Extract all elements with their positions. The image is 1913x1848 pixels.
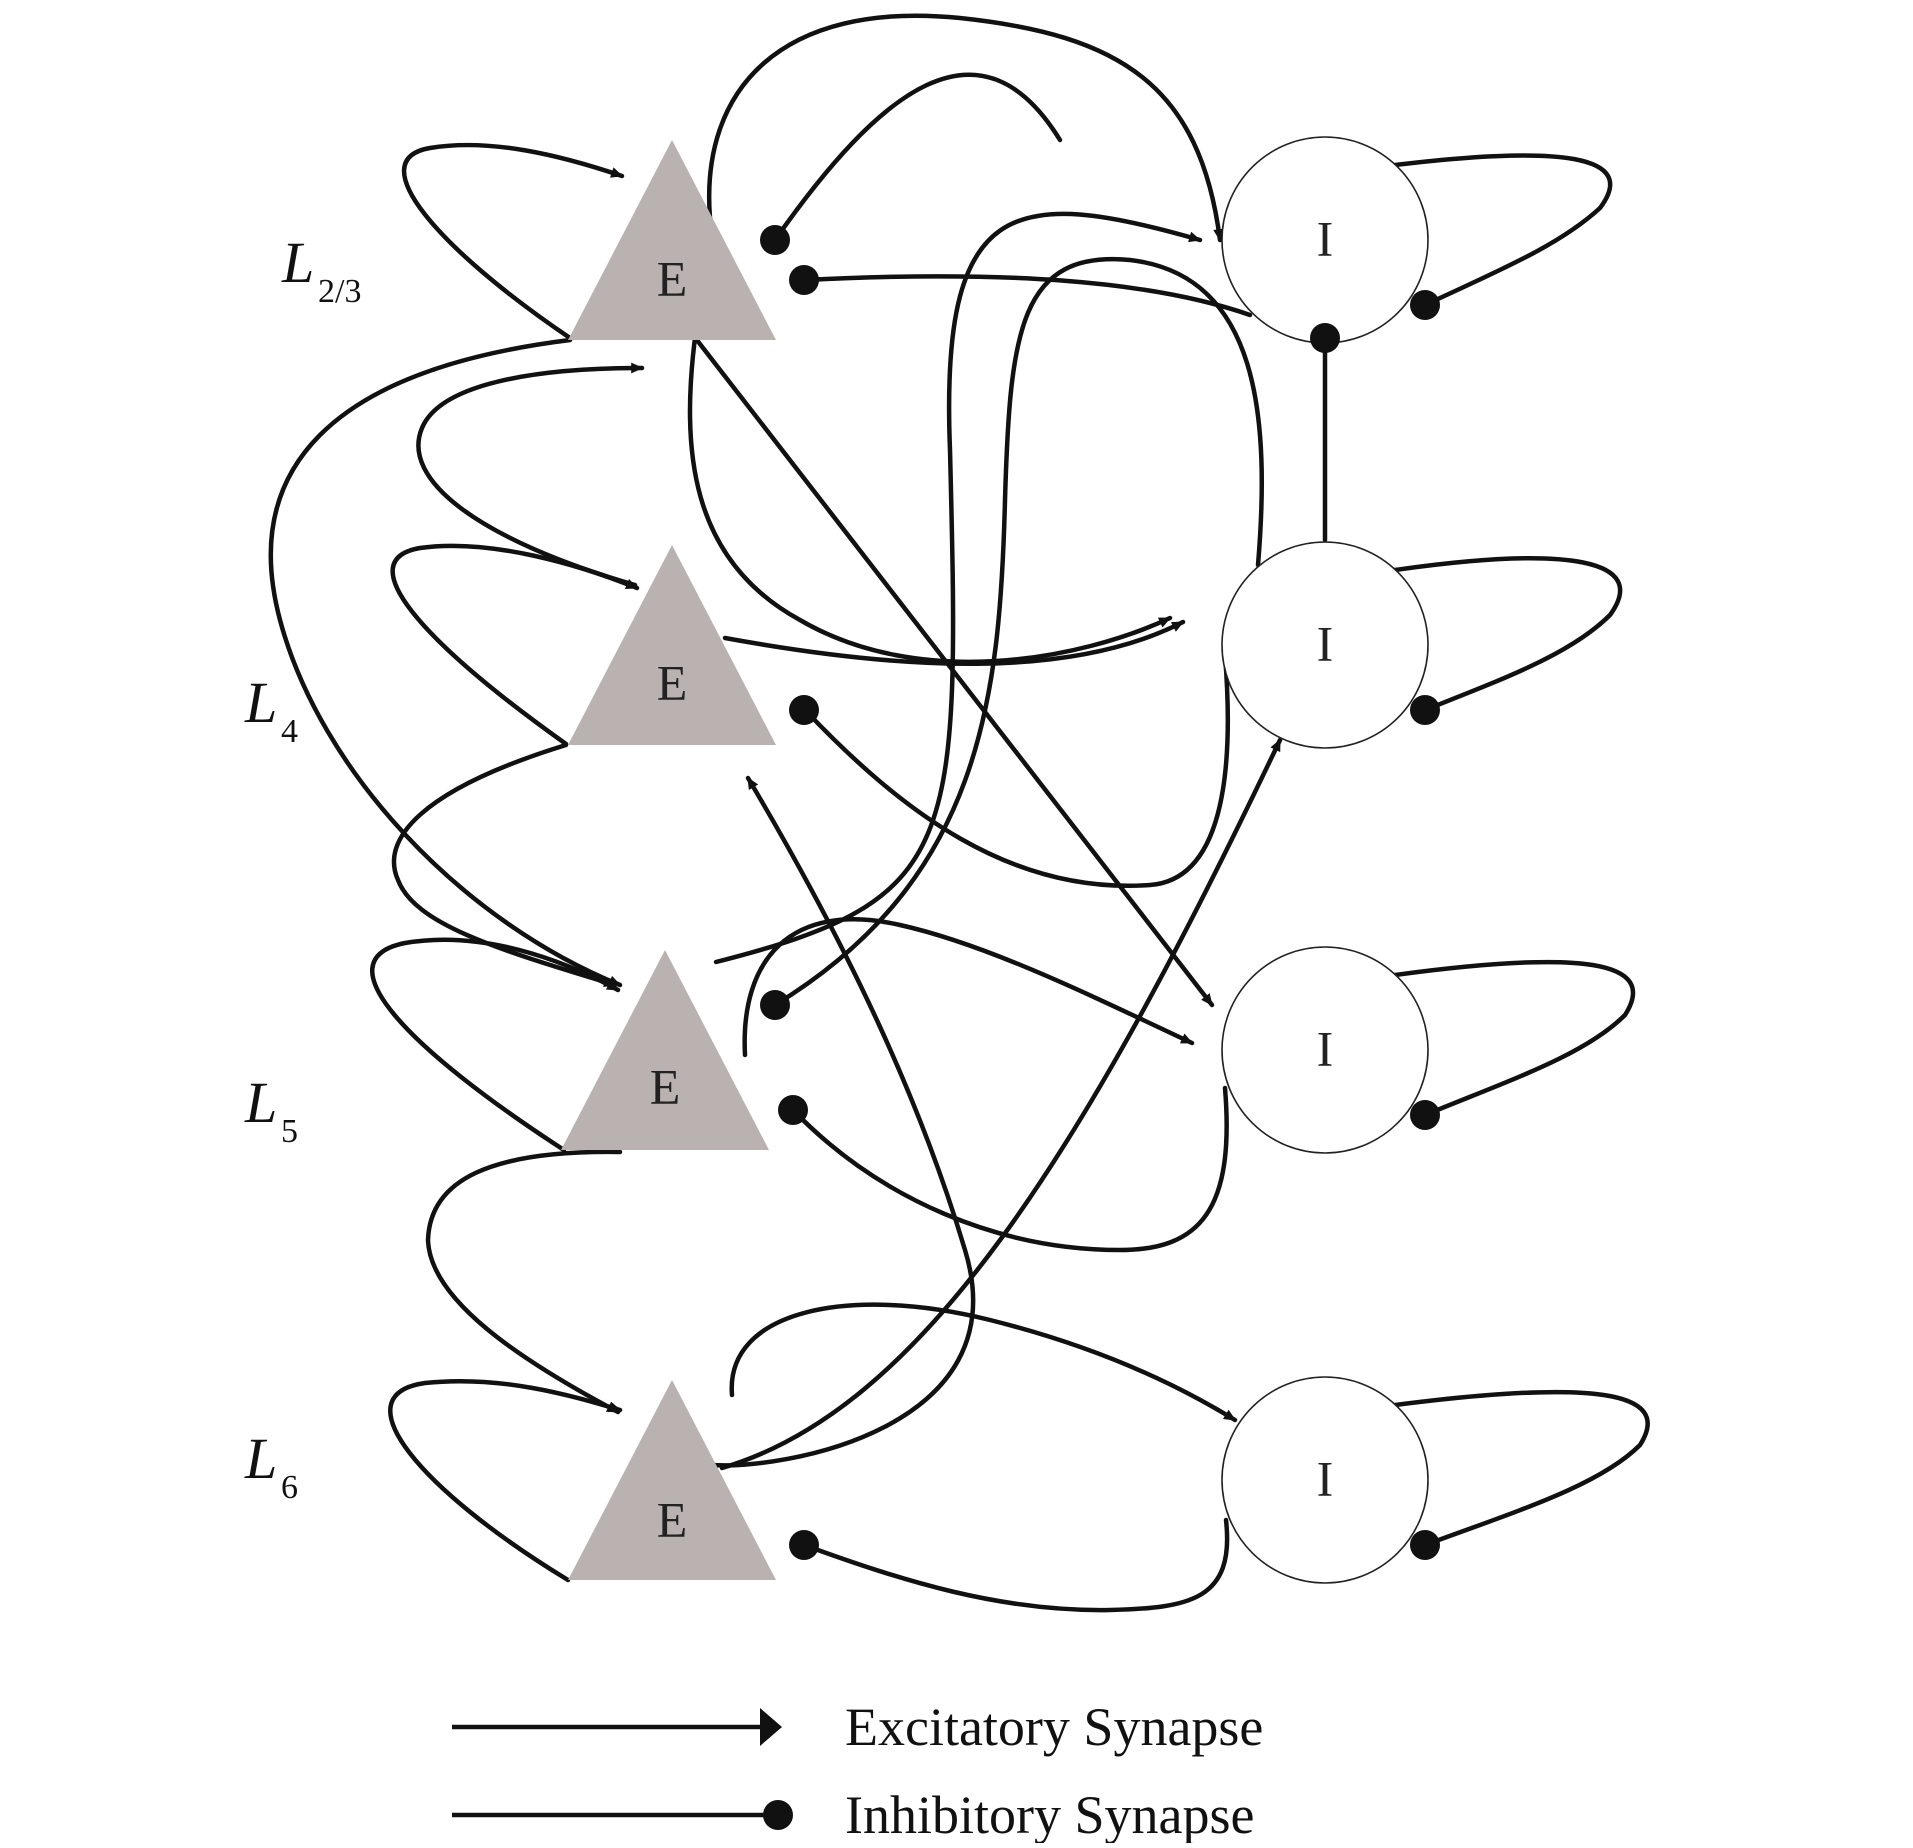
- i4-to-e5-inh: [772, 256, 1265, 1008]
- layer-l5-sub: 5: [281, 1113, 298, 1150]
- inhibitory-dot: [1410, 695, 1440, 725]
- excitatory-neuron-l5: E: [561, 950, 769, 1150]
- inhibitory-neuron-l6: I: [1221, 1376, 1429, 1584]
- excitatory-label: E: [657, 250, 688, 306]
- e5-to-e23: [713, 211, 1203, 965]
- inhibitory-circle: [1221, 541, 1429, 749]
- layer-l6-main: L: [244, 1426, 277, 1491]
- i5-to-e5-inh: [790, 1085, 1229, 1253]
- excitatory-triangle: [561, 950, 769, 1150]
- layer-label-l4: L 4: [244, 670, 298, 750]
- i23-self-loop: [1392, 153, 1613, 308]
- inhibitory-dot: [789, 265, 819, 295]
- excitatory-label: E: [650, 1058, 681, 1114]
- e5-to-i5: [742, 917, 1195, 1058]
- inhibitory-label: I: [1317, 1450, 1334, 1506]
- excitatory-neuron-l23: E: [568, 140, 776, 340]
- excitatory-neuron-l4: E: [568, 545, 776, 745]
- e4-to-e5: [391, 742, 618, 988]
- legend-excitatory: Excitatory Synapse: [452, 1697, 1263, 1757]
- inhibitory-dot: [1410, 1100, 1440, 1130]
- inhibitory-dot: [1410, 1530, 1440, 1560]
- layer-l23-sub: 2/3: [318, 273, 361, 310]
- legend-inhibitory: Inhibitory Synapse: [452, 1785, 1254, 1845]
- i23-to-e4-inh: [801, 274, 1253, 318]
- inhibitory-label: I: [1317, 210, 1334, 266]
- layer-l23-main: L: [281, 230, 314, 295]
- inhibitory-dot: [1410, 290, 1440, 320]
- legend-inhibitory-label: Inhibitory Synapse: [845, 1785, 1254, 1843]
- inhibitory-dot: [789, 695, 819, 725]
- legend: Excitatory Synapse Inhibitory Synapse: [452, 1697, 1263, 1845]
- inhibitory-dot: [778, 1095, 808, 1125]
- e6-to-i6: [729, 1302, 1238, 1423]
- excitatory-triangle: [568, 1380, 776, 1580]
- e4-to-i4: [722, 619, 1186, 666]
- legend-arrowhead-icon: [760, 1708, 782, 1746]
- inhibitory-circle: [1221, 946, 1429, 1154]
- e6-to-i4: [719, 737, 1283, 1471]
- layer-l4-sub: 4: [281, 713, 298, 750]
- e23-to-e5: [268, 337, 623, 988]
- i6-to-e6-inh: [801, 1517, 1230, 1613]
- inhibitory-dot: [1310, 323, 1340, 353]
- i6-self-loop: [1392, 1389, 1650, 1548]
- e6-to-e4: [709, 775, 976, 1468]
- layer-label-l23: L 2/3: [281, 230, 361, 310]
- inhibitory-neuron-l4: I: [1221, 541, 1429, 749]
- excitatory-label: E: [657, 654, 688, 710]
- layer-label-l5: L 5: [244, 1070, 298, 1150]
- inhibitory-dot: [760, 990, 790, 1020]
- excitatory-label: E: [657, 1491, 688, 1547]
- e23-to-i4: [687, 327, 1173, 665]
- inhibitory-dot: [760, 225, 790, 255]
- inhibitory-label: I: [1317, 615, 1334, 671]
- inhibitory-neuron-l23: I: [1221, 136, 1429, 344]
- legend-dot-icon: [763, 1800, 793, 1830]
- e5-self-loop: [370, 937, 621, 1153]
- e23-self-loop: [401, 142, 625, 341]
- e4-to-e23: [416, 362, 645, 588]
- layer-label-l6: L 6: [244, 1426, 298, 1506]
- layer-l6-sub: 6: [281, 1469, 298, 1506]
- i23-to-e23-inh: [772, 72, 1063, 243]
- legend-excitatory-label: Excitatory Synapse: [845, 1697, 1263, 1757]
- i4-self-loop: [1392, 556, 1623, 713]
- e23-to-i5: [690, 332, 1215, 1008]
- e5-to-e6: [425, 1149, 623, 1415]
- connections: [268, 13, 1650, 1613]
- inhibitory-dot: [789, 1530, 819, 1560]
- inhibitory-circle: [1221, 1376, 1429, 1584]
- layer-l4-main: L: [244, 670, 277, 735]
- inhibitory-label: I: [1317, 1020, 1334, 1076]
- i4-to-e4-inh: [802, 652, 1231, 889]
- excitatory-neuron-l6: E: [568, 1380, 776, 1580]
- layer-l5-main: L: [244, 1070, 277, 1135]
- excitatory-triangle: [568, 545, 776, 745]
- inhibitory-terminals: [760, 225, 1440, 1560]
- excitatory-triangle: [568, 140, 776, 340]
- e6-self-loop: [388, 1378, 623, 1583]
- inhibitory-neuron-l5: I: [1221, 946, 1429, 1154]
- e23-to-i23: [706, 13, 1224, 243]
- i5-self-loop: [1392, 959, 1636, 1118]
